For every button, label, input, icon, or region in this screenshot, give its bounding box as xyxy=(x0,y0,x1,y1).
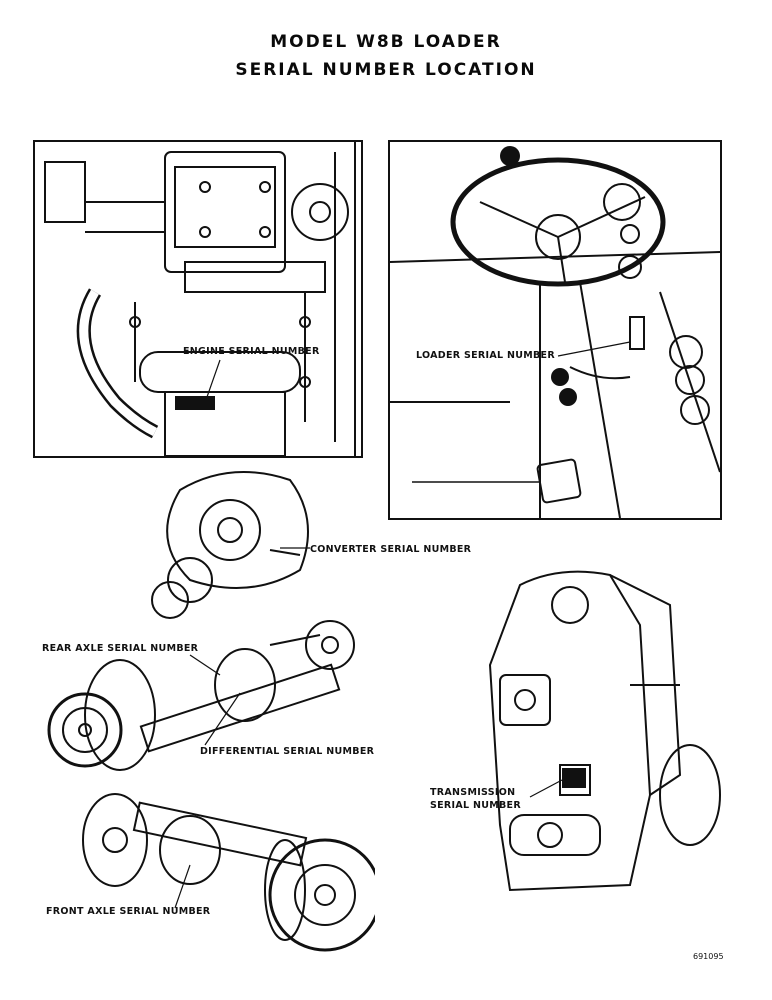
drawing-reference-number: 691095 xyxy=(693,952,724,961)
transmission-drawing xyxy=(488,570,721,892)
engine-drawing xyxy=(44,142,356,456)
front-axle-drawing xyxy=(82,793,375,952)
rear-axle-drawing xyxy=(47,620,355,771)
engine-serial-label: ENGINE SERIAL NUMBER xyxy=(183,346,320,357)
rear-axle-serial-label: REAR AXLE SERIAL NUMBER xyxy=(42,643,199,654)
cab-drawing xyxy=(390,146,720,518)
page-subtitle: SERIAL NUMBER LOCATION xyxy=(235,60,537,80)
converter-serial-label: CONVERTER SERIAL NUMBER xyxy=(310,544,472,555)
engine-illustration-panel: ENGINE SERIAL NUMBER xyxy=(33,140,363,458)
loader-serial-label: LOADER SERIAL NUMBER xyxy=(416,350,555,361)
page-title: MODEL W8B LOADER xyxy=(270,32,502,52)
converter-drawing xyxy=(151,471,310,619)
loader-cab-illustration-panel: LOADER SERIAL NUMBER xyxy=(388,140,722,520)
differential-serial-label: DIFFERENTIAL SERIAL NUMBER xyxy=(200,746,375,757)
front-axle-serial-label: FRONT AXLE SERIAL NUMBER xyxy=(46,906,211,917)
transmission-serial-label: TRANSMISSION SERIAL NUMBER xyxy=(430,787,521,811)
